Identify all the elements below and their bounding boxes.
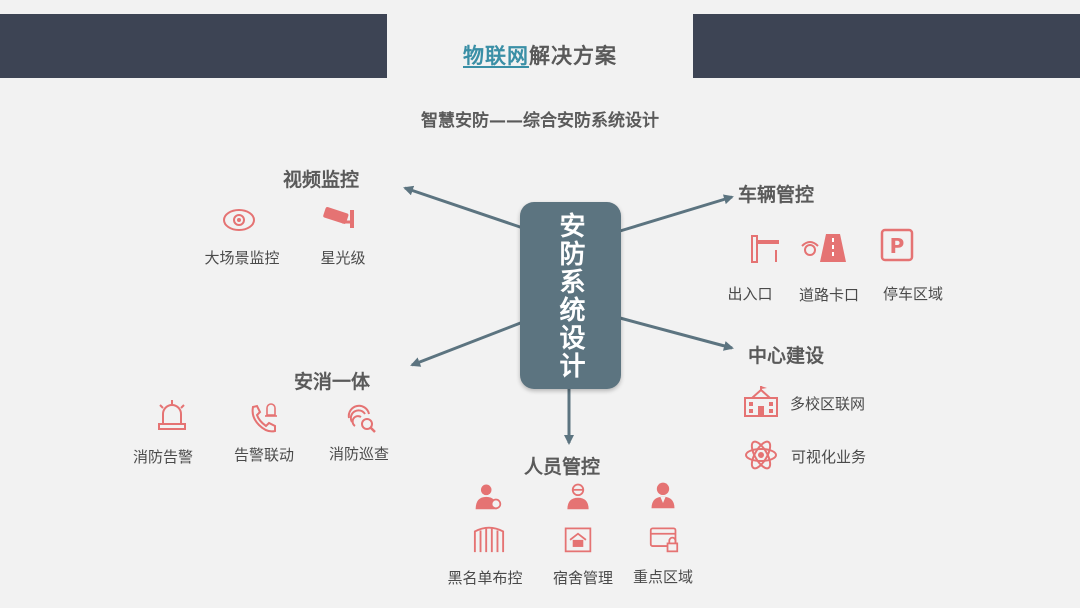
title-highlight: 物联网: [463, 44, 529, 68]
branch-title-vehicle: 车辆管控: [738, 184, 815, 206]
label-video-1: 星光级: [320, 249, 366, 267]
school-building-icon: [742, 384, 780, 418]
center-label: 安防系统设计: [555, 211, 585, 380]
label-people-1: 宿舍管理: [552, 569, 613, 587]
label-center-build-1: 可视化业务: [791, 448, 867, 466]
dome-camera-icon: [222, 203, 256, 237]
title-rest: 解决方案: [529, 44, 617, 68]
header-bar-left: [0, 14, 387, 78]
header-bar-right: [693, 14, 1080, 78]
road-checkpoint-icon: [800, 230, 846, 264]
label-vehicle-1: 道路卡口: [798, 286, 859, 304]
label-people-0: 黑名单布控: [447, 569, 523, 587]
phone-alert-icon: [247, 401, 281, 435]
alarm-light-icon: [155, 398, 189, 432]
label-video-0: 大场景监控: [204, 249, 280, 267]
atom-icon: [744, 438, 778, 472]
svg-text:P: P: [890, 234, 905, 258]
arrow-to-video: [403, 185, 524, 230]
label-center-build-0: 多校区联网: [790, 395, 866, 413]
parking-icon: P: [880, 228, 914, 262]
barrier-gate-icon: [748, 230, 782, 264]
person-icon: [648, 480, 678, 510]
branch-title-center-build: 中心建设: [748, 345, 825, 367]
arrow-to-fire: [410, 320, 524, 367]
label-vehicle-0: 出入口: [727, 285, 773, 303]
arrow-to-center-build: [619, 316, 734, 351]
fingerprint-search-icon: [343, 400, 377, 434]
arrow-to-vehicle: [619, 194, 734, 233]
gate-icon: [471, 522, 507, 554]
label-vehicle-2: 停车区域: [882, 285, 943, 303]
person-badge-icon: [473, 481, 503, 511]
dormitory-icon: [562, 524, 594, 554]
label-people-2: 重点区域: [632, 568, 693, 586]
person-group-icon: [563, 481, 593, 511]
branch-title-video: 视频监控: [283, 169, 360, 191]
branch-title-fire: 安消一体: [294, 371, 371, 393]
label-fire-2: 消防巡查: [328, 445, 389, 463]
page-subtitle: 智慧安防——综合安防系统设计: [421, 111, 659, 131]
label-fire-1: 告警联动: [233, 446, 294, 464]
page-title: 物联网解决方案: [387, 40, 693, 70]
cctv-camera-icon: [320, 202, 360, 236]
branch-title-people: 人员管控: [524, 456, 601, 478]
card-lock-icon: [648, 524, 680, 554]
center-box: 安防系统设计: [520, 202, 621, 389]
label-fire-0: 消防告警: [132, 448, 193, 466]
